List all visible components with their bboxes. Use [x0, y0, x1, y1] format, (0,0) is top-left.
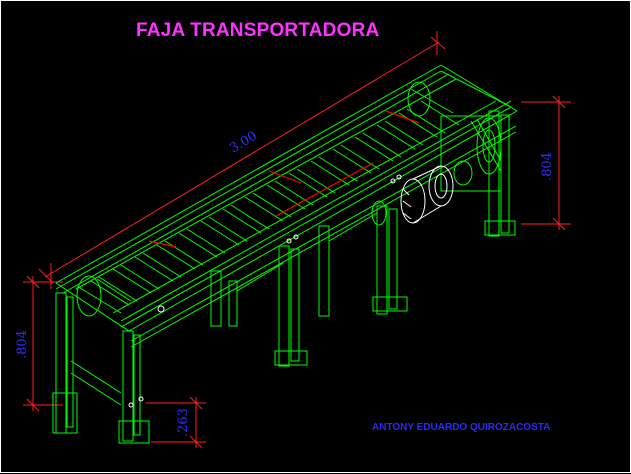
belt-accent — [148, 110, 420, 248]
end-drums — [76, 81, 454, 317]
support-legs — [52, 110, 516, 444]
conveyor-frame — [55, 64, 518, 348]
foot-dimension: .263 — [176, 408, 191, 437]
right-height-dimension: .804 — [540, 152, 555, 181]
author-credit: ANTONY EDUARDO QUIROZACOSTA — [372, 422, 551, 433]
left-height-dimension: .804 — [15, 330, 30, 359]
fasteners — [128, 174, 402, 408]
motor — [371, 165, 454, 226]
drive-unit — [440, 115, 502, 192]
rollers — [90, 100, 460, 306]
drawing-title: FAJA TRANSPORTADORA — [136, 20, 380, 41]
